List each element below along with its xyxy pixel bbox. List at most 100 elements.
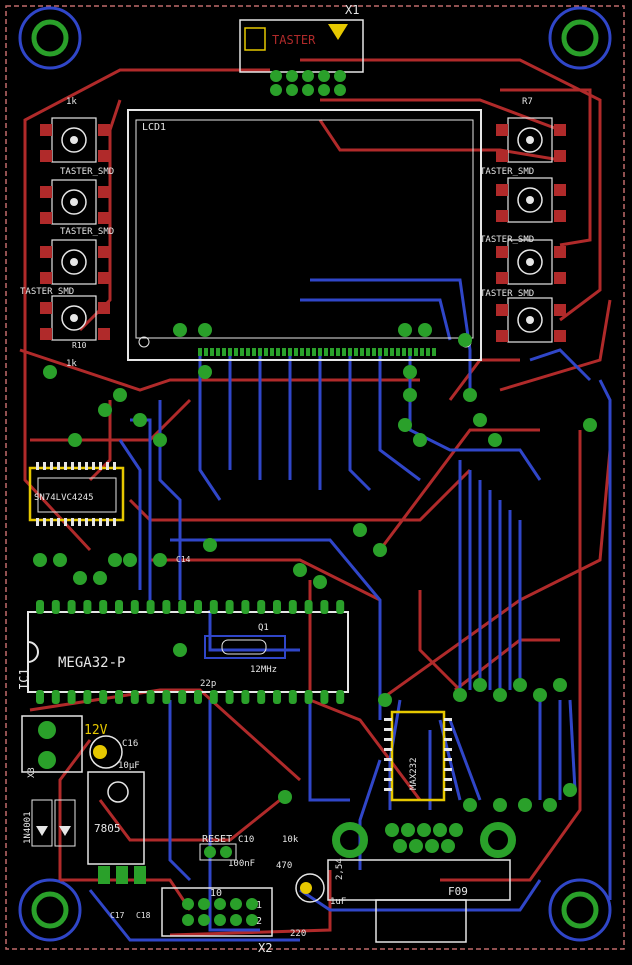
via [123, 553, 137, 567]
subd-pin [409, 839, 423, 853]
x2-pin [214, 914, 226, 926]
lcd-pin [222, 348, 226, 356]
r-right-top: R7 [522, 97, 533, 107]
ic-pin [71, 518, 74, 526]
button-pad [98, 246, 110, 258]
lcd-pin [420, 348, 424, 356]
via [493, 688, 507, 702]
via [198, 323, 212, 337]
taster-right-3: TASTER_SMD [480, 289, 534, 299]
lcd-pin [330, 348, 334, 356]
via [458, 333, 472, 347]
lcd-pin [252, 348, 256, 356]
mcu-pin [241, 600, 250, 614]
mcu-pin [51, 600, 60, 614]
via [413, 433, 427, 447]
via [553, 678, 567, 692]
board-outline [5, 5, 625, 950]
mcu-ref: IC1 [17, 668, 31, 690]
mcu-pin [146, 690, 155, 704]
lcd-pin [432, 348, 436, 356]
ic-pin [36, 518, 39, 526]
lcd-ref: LCD1 [142, 122, 166, 133]
lcd-pin [198, 348, 202, 356]
button-array [40, 117, 566, 343]
button-pad [40, 186, 52, 198]
x2-pin [246, 898, 258, 910]
mcu-pin [83, 600, 92, 614]
max-pin [444, 718, 452, 721]
lcd-pin [414, 348, 418, 356]
ic-pin [43, 462, 46, 470]
subd-pin [417, 823, 431, 837]
c17-label: C17 [110, 911, 125, 920]
button-cap [61, 189, 87, 215]
button-cap [517, 187, 543, 213]
ic-pin [113, 462, 116, 470]
lcd-pin [258, 348, 262, 356]
c10-value: 100nF [228, 859, 255, 869]
regulator-label: 7805 [94, 822, 121, 835]
c-2-54-label: 2,54 [335, 858, 345, 880]
mcu-pin [257, 600, 266, 614]
via [203, 538, 217, 552]
button-center [526, 316, 534, 324]
button-pad [554, 150, 566, 162]
button-pad [40, 328, 52, 340]
lcd-pin [234, 348, 238, 356]
mcu-pin [241, 690, 250, 704]
ic-pin [57, 462, 60, 470]
lcd-pin [348, 348, 352, 356]
via [373, 543, 387, 557]
mcu-pin [36, 600, 44, 614]
mcu-pin [336, 600, 345, 614]
lcd-pin [294, 348, 298, 356]
mcu-pin [67, 600, 76, 614]
r-10k-label: 10k [282, 835, 299, 845]
button-pad [98, 302, 110, 314]
via [353, 523, 367, 537]
ic-pin [50, 462, 53, 470]
lcd-pin [246, 348, 250, 356]
mcu-pin [194, 690, 202, 704]
x2-pin [230, 898, 242, 910]
x1-pin [302, 84, 314, 96]
max-pin [384, 718, 392, 721]
max232-ic: MAX232 [384, 710, 452, 802]
c18-label: C18 [136, 911, 151, 920]
via [493, 798, 507, 812]
lcd-pin [390, 348, 394, 356]
max-pin [384, 748, 392, 751]
max-pin [384, 788, 392, 791]
via [68, 433, 82, 447]
max-pin [444, 788, 452, 791]
via [488, 433, 502, 447]
mcu-label: MEGA32-P [58, 655, 125, 671]
button-cap [61, 127, 87, 153]
max-pin [444, 738, 452, 741]
via [153, 553, 167, 567]
connector-x1-label: X1 [345, 3, 359, 17]
lcd-pin [318, 348, 322, 356]
subd-connector: F09 2,54 [327, 822, 516, 943]
button-pad [554, 272, 566, 284]
via [473, 678, 487, 692]
via [98, 403, 112, 417]
button-pad [496, 150, 508, 162]
button-pad [496, 210, 508, 222]
mcu-pin [162, 690, 171, 704]
max232-label: MAX232 [409, 757, 419, 790]
via [278, 790, 292, 804]
taster-left-1: TASTER_SMD [60, 167, 114, 177]
via [563, 783, 577, 797]
lcd-pin [270, 348, 274, 356]
x2-pin [198, 914, 210, 926]
lcd-pin [396, 348, 400, 356]
ic-pin [71, 462, 74, 470]
taster-right-1: TASTER_SMD [480, 167, 534, 177]
connector-x2: 10 1 2 X2 [161, 887, 273, 955]
mcu-pin [51, 690, 60, 704]
button-pad [554, 210, 566, 222]
button-pad [554, 330, 566, 342]
x1-pin [334, 70, 346, 82]
